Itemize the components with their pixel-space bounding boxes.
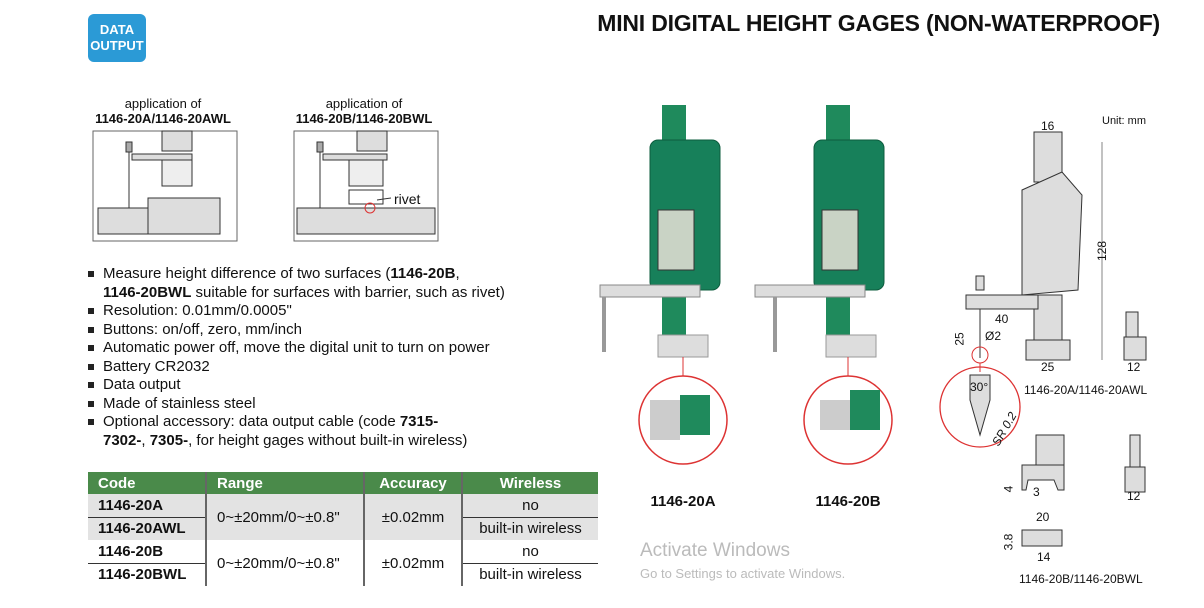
dim-16: 16 xyxy=(1041,119,1055,133)
watermark-title: Activate Windows xyxy=(640,540,790,561)
wireless-cell: no xyxy=(462,494,598,518)
feature-item: Measure height difference of two surface… xyxy=(87,265,567,302)
application-illustration-b xyxy=(293,130,439,242)
header-accuracy: Accuracy xyxy=(364,472,463,494)
table-row: 1146-20AWL built-in wireless xyxy=(88,517,598,540)
table-header: Code Range Accuracy Wireless xyxy=(88,472,598,494)
product-label-b: 1146-20B xyxy=(815,493,881,510)
header-range: Range xyxy=(206,472,365,494)
code-cell: 1146-20AWL xyxy=(88,517,207,540)
dim-12b: 12 xyxy=(1127,489,1141,503)
unit-label: Unit: mm xyxy=(1102,115,1146,127)
dim-3: 3 xyxy=(1033,485,1040,499)
product-photo-b xyxy=(754,105,893,465)
dim-12a: 12 xyxy=(1127,360,1141,374)
feature-item: Buttons: on/off, zero, mm/inch xyxy=(87,321,567,340)
dim-4: 4 xyxy=(1001,485,1016,493)
range-cell: 0~±20mm/0~±0.8" xyxy=(206,540,365,586)
table-row: 1146-20B 0~±20mm/0~±0.8" ±0.02mm no xyxy=(88,540,598,586)
product-photo-a xyxy=(599,105,728,465)
header-wireless: Wireless xyxy=(462,472,598,494)
feature-item: Automatic power off, move the digital un… xyxy=(87,339,567,358)
wireless-cell: built-in wireless xyxy=(479,566,582,584)
wireless-cell: built-in wireless xyxy=(462,517,598,540)
watermark-subtitle: Go to Settings to activate Windows. xyxy=(640,566,846,581)
product-photos xyxy=(599,105,893,465)
feature-list: Measure height difference of two surface… xyxy=(87,265,567,450)
wireless-cell: no xyxy=(462,540,598,564)
dim-30-deg: 30° xyxy=(970,380,989,394)
product-label-a: 1146-20A xyxy=(650,493,716,510)
accuracy-cell: ±0.02mm xyxy=(364,540,463,586)
feature-item: Resolution: 0.01mm/0.0005" xyxy=(87,302,567,321)
dimension-drawing xyxy=(939,131,1147,547)
feature-item: Made of stainless steel xyxy=(87,395,567,414)
dim-25-base: 25 xyxy=(1041,360,1055,374)
range-cell: 0~±20mm/0~±0.8" xyxy=(206,494,365,540)
header-code: Code xyxy=(88,472,207,494)
code-cell: 1146-20A xyxy=(88,494,207,518)
code-cell: 1146-20BWL xyxy=(88,563,207,586)
application-illustration-a xyxy=(92,130,238,242)
table-row: 1146-20BWL built-in wireless xyxy=(88,563,598,586)
badge-line2: OUTPUT xyxy=(90,38,144,53)
drawing-label-a: 1146-20A/1146-20AWL xyxy=(1024,383,1148,397)
feature-item: Optional accessory: data output cable (c… xyxy=(87,413,567,450)
code-cell: 1146-20B xyxy=(88,540,207,564)
drawing-label-b: 1146-20B/1146-20BWL xyxy=(1019,572,1143,586)
feature-item: Battery CR2032 xyxy=(87,358,567,377)
rivet-label: rivet xyxy=(394,191,421,207)
accuracy-cell: ±0.02mm xyxy=(364,494,463,540)
dim-128: 128 xyxy=(1095,240,1110,262)
dim-20: 20 xyxy=(1036,510,1050,524)
dim-14: 14 xyxy=(1037,550,1051,564)
spec-table: Code Range Accuracy Wireless 1146-20A 0~… xyxy=(88,472,598,586)
page-title: MINI DIGITAL HEIGHT GAGES (NON-WATERPROO… xyxy=(597,10,1160,36)
dim-40: 40 xyxy=(995,312,1009,326)
table-row: 1146-20A 0~±20mm/0~±0.8" ±0.02mm no xyxy=(88,494,598,540)
dim-3-8: 3.8 xyxy=(1001,533,1016,551)
dim-25-probe: 25 xyxy=(952,332,967,346)
dim-diameter-2: Ø2 xyxy=(985,329,1002,343)
badge-line1: DATA xyxy=(99,22,135,37)
feature-item: Data output xyxy=(87,376,567,395)
